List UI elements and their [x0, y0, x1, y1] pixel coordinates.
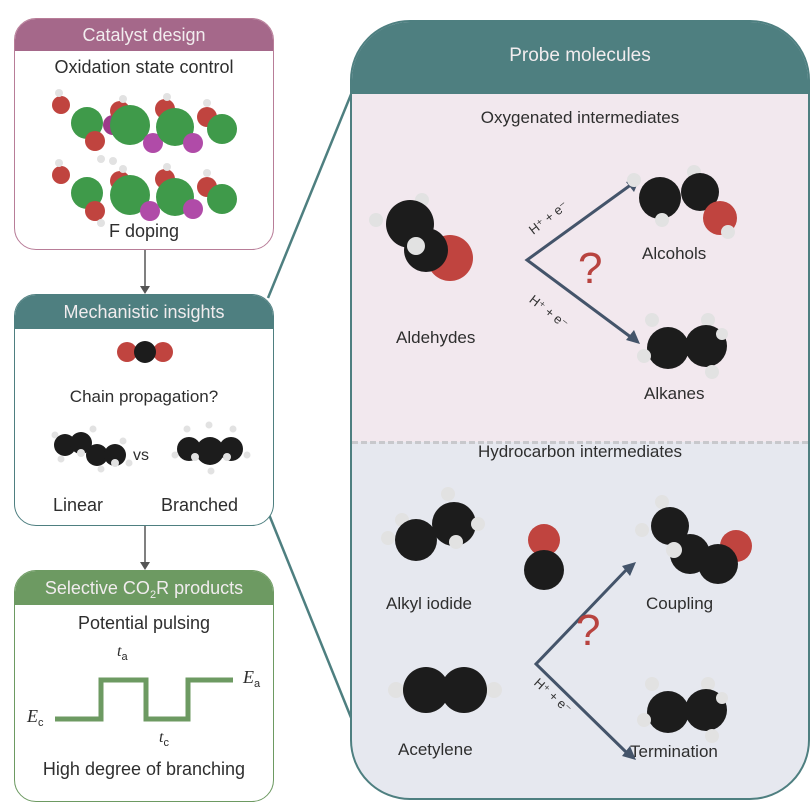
aldehyde-molecule-icon — [369, 193, 473, 281]
hydrocarbon-branch-arrows — [533, 562, 636, 760]
aldehydes-label: Aldehydes — [396, 328, 476, 347]
connector-bottom — [266, 511, 354, 721]
termination-label: Termination — [630, 742, 718, 761]
branched-label: Branched — [161, 495, 239, 515]
coupling-molecule-icon — [635, 495, 752, 584]
potential-pulse-waveform — [55, 677, 233, 722]
co2-molecule-icon — [117, 341, 173, 363]
termination-molecule-icon — [637, 677, 728, 743]
header-prefix: Selective CO — [44, 578, 150, 598]
branching-caption: High degree of branching — [42, 759, 246, 779]
flow-arrow-1-head — [140, 286, 150, 294]
coupling-label: Coupling — [646, 594, 714, 613]
acetylene-molecule-icon — [388, 667, 502, 713]
question-mark-hydrocarbon: ? — [576, 606, 601, 655]
vs-label: vs — [133, 447, 149, 464]
selective-products-box: Selective CO2R products Potential pulsin… — [14, 570, 274, 802]
question-mark-oxygenated: ? — [578, 244, 603, 293]
selective-products-header: Selective CO2R products — [15, 571, 273, 605]
mechanistic-insights-header: Mechanistic insights — [15, 295, 273, 329]
ea-label: Ea — [243, 667, 261, 690]
catalyst-subtitle: Oxidation state control — [54, 57, 234, 77]
potential-pulsing-label: Potential pulsing — [77, 613, 211, 633]
alkanes-label: Alkanes — [644, 384, 705, 403]
alcohols-label: Alcohols — [642, 244, 707, 263]
chain-propagation-question: Chain propagation? — [69, 387, 219, 406]
alkyl-iodide-label: Alkyl iodide — [386, 594, 472, 613]
catalyst-caption: F doping — [108, 221, 180, 241]
header-subscript: 2 — [149, 589, 157, 601]
section-divider — [352, 441, 808, 444]
alkyl-iodide-molecule-icon — [381, 487, 485, 561]
tc-label: tc — [159, 729, 169, 749]
connector-top — [266, 91, 354, 299]
oxygenated-title: Oxygenated intermediates — [480, 108, 680, 127]
linear-chain-molecule-icon — [51, 425, 133, 473]
ec-label: Ec — [27, 706, 44, 729]
alkane-molecule-icon — [637, 313, 728, 379]
layered-crystal-structure-icon — [52, 89, 237, 227]
acetylene-label: Acetylene — [398, 740, 473, 759]
ta-label: ta — [117, 643, 128, 663]
probe-molecules-header: Probe molecules — [352, 22, 808, 94]
hydrocarbon-title: Hydrocarbon intermediates — [477, 442, 683, 461]
branched-chain-molecule-icon — [171, 421, 251, 475]
catalyst-design-box: Catalyst design Oxidation state control — [14, 18, 274, 250]
mechanistic-insights-box: Mechanistic insights Chain propagation? … — [14, 294, 274, 526]
alcohol-molecule-icon — [627, 165, 737, 239]
flow-arrow-2-head — [140, 562, 150, 570]
probe-molecules-panel: Probe molecules Oxygenated intermediates… — [350, 20, 810, 800]
linear-label: Linear — [53, 495, 104, 515]
catalyst-design-header: Catalyst design — [15, 19, 273, 51]
co-molecule-icon — [524, 524, 564, 590]
header-suffix: R products — [156, 578, 244, 598]
